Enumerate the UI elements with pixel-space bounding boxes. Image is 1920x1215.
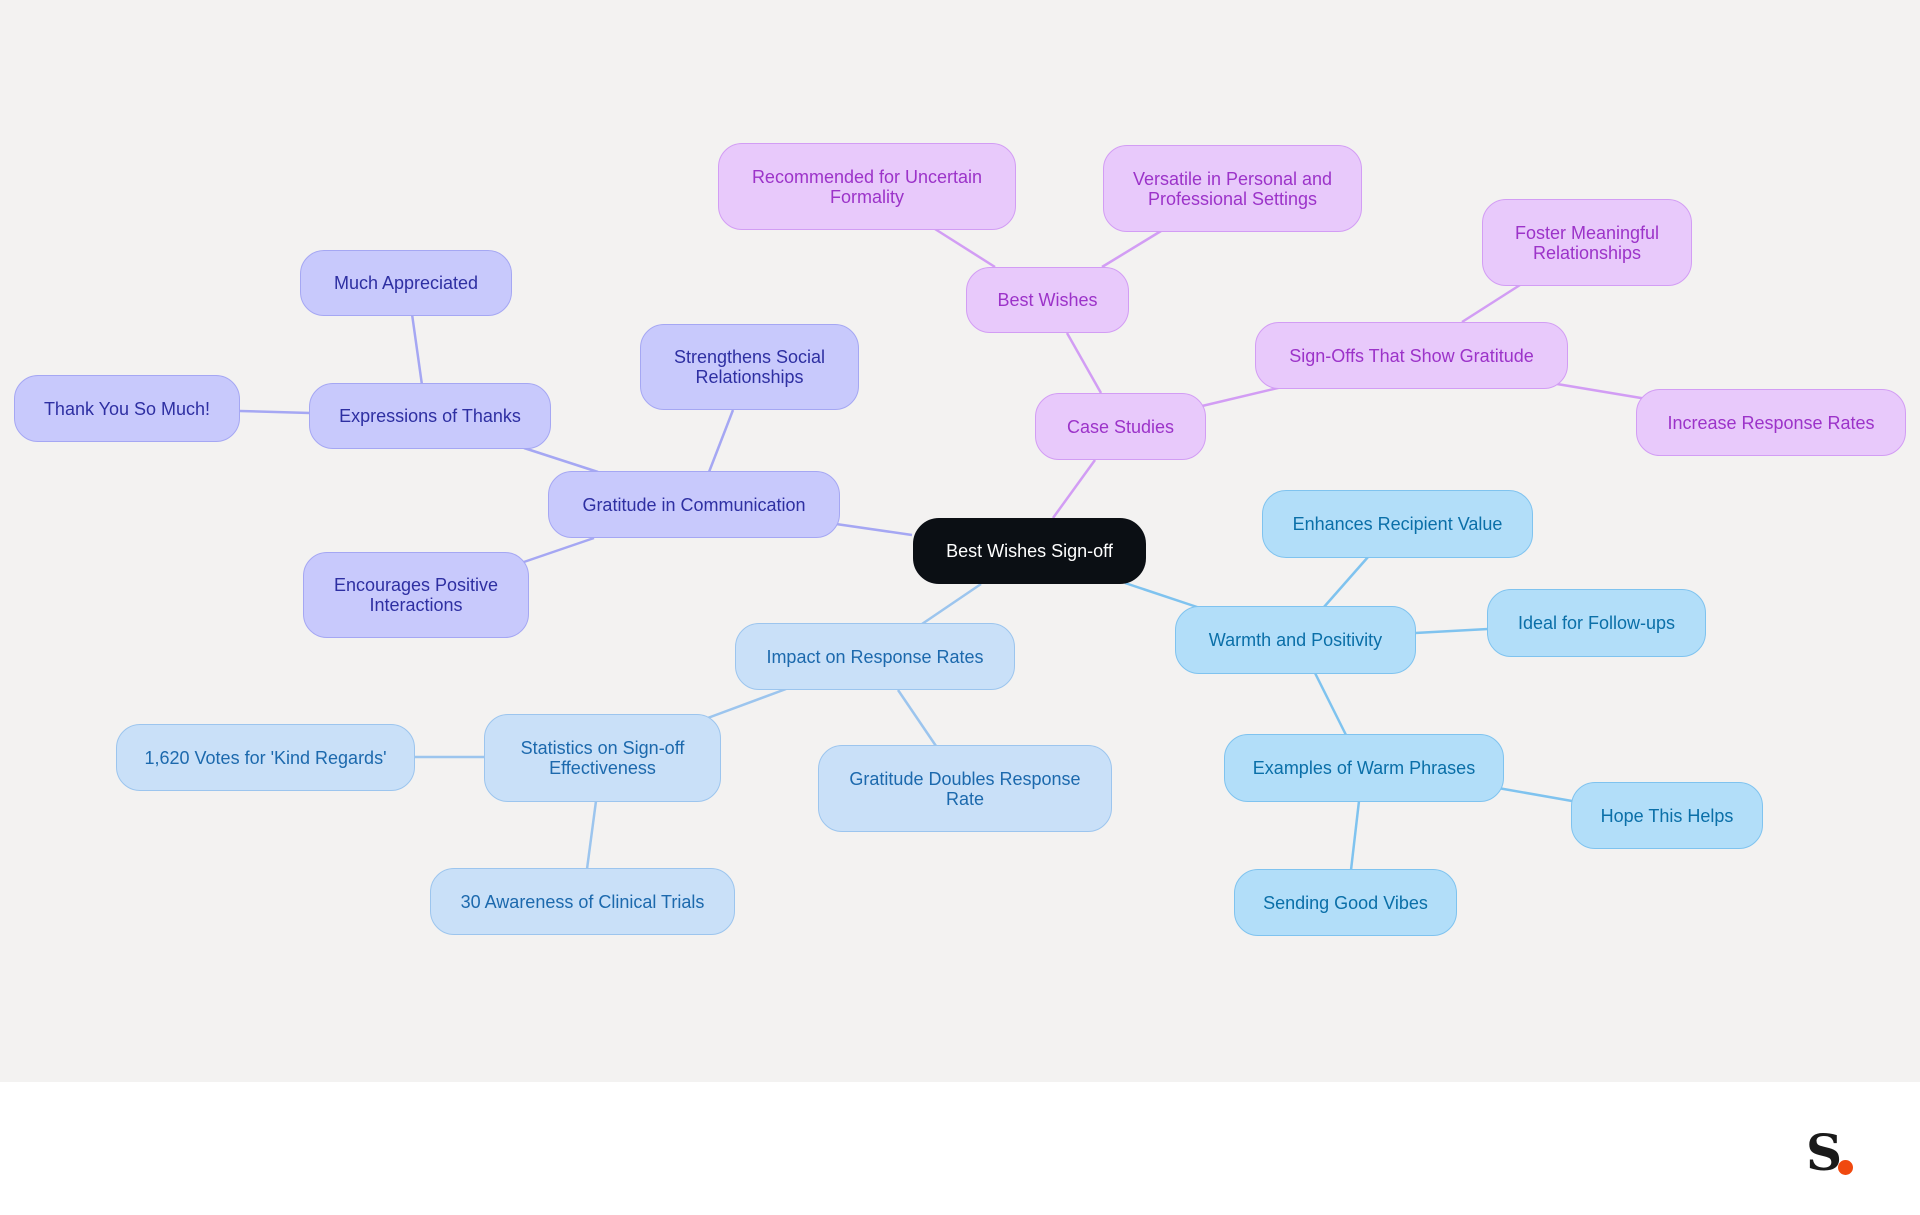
node-best-wishes[interactable]: Best Wishes [966, 267, 1129, 333]
edge-signoffs-foster [1461, 283, 1521, 324]
node-expressions-of-thanks[interactable]: Expressions of Thanks [309, 383, 551, 449]
edge-statistics-awareness [585, 800, 598, 870]
node-strengthens-social-relationships[interactable]: Strengthens Social Relationships [640, 324, 859, 410]
edge-gratitude-expressions [523, 446, 599, 474]
edge-expressions-appreciated [410, 313, 424, 386]
s-dot-logo-icon[interactable]: S [1806, 1123, 1843, 1182]
node-1620-votes-for-kind-regards[interactable]: 1,620 Votes for 'Kind Regards' [116, 724, 415, 791]
edge-root-warmth [1124, 581, 1201, 610]
node-encourages-positive-interactions[interactable]: Encourages Positive Interactions [303, 552, 529, 638]
root-node[interactable]: Best Wishes Sign-off [913, 518, 1146, 584]
edge-gratitude-strengthens [707, 409, 735, 473]
node-30-awareness-of-clinical-trials[interactable]: 30 Awareness of Clinical Trials [430, 868, 735, 935]
node-increase-response-rates[interactable]: Increase Response Rates [1636, 389, 1906, 456]
node-hope-this-helps[interactable]: Hope This Helps [1571, 782, 1763, 849]
edge-signoffs-increase [1556, 382, 1648, 401]
node-enhances-recipient-value[interactable]: Enhances Recipient Value [1262, 490, 1533, 558]
mindmap-edges [239, 227, 1648, 871]
edge-examples-hope [1497, 786, 1573, 803]
edge-root-gratitude [835, 522, 913, 537]
mindmap-canvas: Best Wishes Sign-off Gratitude in Commun… [0, 0, 1920, 1082]
edge-examples-vibes [1349, 800, 1361, 871]
edge-bestwishes-versatile [1101, 229, 1162, 269]
edge-warmth-followups [1414, 627, 1489, 635]
edge-root-casestudies [1051, 459, 1097, 519]
edge-expressions-thankyou [239, 409, 311, 415]
edge-impact-statistics [704, 687, 787, 721]
logo-accent-dot [1838, 1160, 1853, 1175]
edge-impact-doubles [896, 689, 938, 747]
node-sending-good-vibes[interactable]: Sending Good Vibes [1234, 869, 1457, 936]
node-examples-of-warm-phrases[interactable]: Examples of Warm Phrases [1224, 734, 1504, 802]
node-gratitude-in-communication[interactable]: Gratitude in Communication [548, 471, 840, 538]
node-warmth-and-positivity[interactable]: Warmth and Positivity [1175, 606, 1416, 674]
node-case-studies[interactable]: Case Studies [1035, 393, 1206, 460]
footer-bar [0, 1082, 1920, 1215]
edge-warmth-enhances [1323, 556, 1369, 608]
edge-casestudies-signoffs [1201, 385, 1283, 408]
node-versatile-in-personal-and-professional-settings[interactable]: Versatile in Personal and Professional S… [1103, 145, 1362, 232]
node-foster-meaningful-relationships[interactable]: Foster Meaningful Relationships [1482, 199, 1692, 286]
edge-gratitude-encourages [517, 536, 595, 566]
node-sign-offs-that-show-gratitude[interactable]: Sign-Offs That Show Gratitude [1255, 322, 1568, 389]
edge-warmth-examples [1313, 672, 1348, 736]
edge-bestwishes-recommended [934, 227, 996, 269]
edge-root-impact [921, 582, 982, 626]
node-impact-on-response-rates[interactable]: Impact on Response Rates [735, 623, 1015, 690]
node-recommended-for-uncertain-formality[interactable]: Recommended for Uncertain Formality [718, 143, 1016, 230]
node-much-appreciated[interactable]: Much Appreciated [300, 250, 512, 316]
edge-casestudies-bestwishes [1065, 332, 1103, 394]
node-statistics-on-sign-off-effectiveness[interactable]: Statistics on Sign-off Effectiveness [484, 714, 721, 802]
node-thank-you-so-much[interactable]: Thank You So Much! [14, 375, 240, 442]
node-gratitude-doubles-response-rate[interactable]: Gratitude Doubles Response Rate [818, 745, 1112, 832]
node-ideal-for-follow-ups[interactable]: Ideal for Follow-ups [1487, 589, 1706, 657]
